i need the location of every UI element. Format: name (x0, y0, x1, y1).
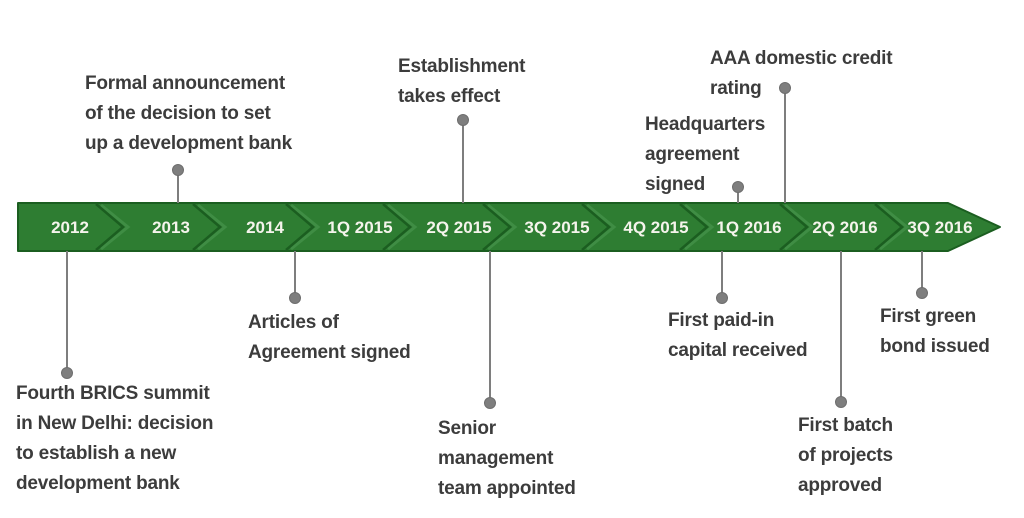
chevron-bevel-icon (290, 203, 321, 251)
connector-dot-first-green-bond (916, 287, 928, 299)
connector-dot-senior-management (484, 397, 496, 409)
chevron-separator-icon (779, 203, 809, 251)
connector-line-formal-announcement (177, 170, 179, 203)
segment-label-2q-2015: 2Q 2015 (426, 218, 491, 237)
segment-label-2013: 2013 (152, 218, 190, 237)
segment-label-2012: 2012 (51, 218, 89, 237)
event-label-establishment-effect: Establishment takes effect (398, 56, 526, 107)
chevron-bevel-icon (487, 203, 518, 251)
chevron-separator-icon (382, 203, 412, 251)
connector-dot-headquarters-agreement (732, 181, 744, 193)
event-label-headquarters-agreement: Headquarters agreement signed (645, 114, 766, 195)
segment-label-3q-2015: 3Q 2015 (524, 218, 589, 237)
event-label-first-paid-in-capital: First paid-in capital received (668, 310, 808, 361)
connector-line-articles-signed (294, 251, 296, 298)
chevron-bevel-icon (387, 203, 418, 251)
chevron-bevel-icon (784, 203, 815, 251)
event-label-first-batch-projects: First batch of projects approved (798, 415, 893, 496)
connector-line-brics-summit (66, 251, 68, 373)
connector-dot-formal-announcement (172, 164, 184, 176)
connector-dot-establishment-effect (457, 114, 469, 126)
connector-dot-aaa-credit-rating (779, 82, 791, 94)
segment-label-4q-2015: 4Q 2015 (623, 218, 688, 237)
connector-line-senior-management (489, 251, 491, 403)
connector-line-establishment-effect (462, 120, 464, 203)
event-label-aaa-credit-rating: AAA domestic credit rating (710, 48, 893, 99)
chevron-separator-icon (874, 203, 904, 251)
chevron-bevel-icon (879, 203, 910, 251)
connector-dot-articles-signed (289, 292, 301, 304)
segment-label-2q-2016: 2Q 2016 (812, 218, 877, 237)
connector-dot-first-paid-in-capital (716, 292, 728, 304)
connector-line-first-paid-in-capital (721, 251, 723, 298)
segment-label-1q-2016: 1Q 2016 (716, 218, 781, 237)
connector-line-aaa-credit-rating (784, 88, 786, 203)
connector-dot-brics-summit (61, 367, 73, 379)
segment-label-1q-2015: 1Q 2015 (327, 218, 392, 237)
chevron-separator-icon (95, 203, 125, 251)
segment-label-3q-2016: 3Q 2016 (907, 218, 972, 237)
segment-label-2014: 2014 (246, 218, 284, 237)
event-label-brics-summit: Fourth BRICS summit in New Delhi: decisi… (16, 383, 214, 494)
chevron-separator-icon (285, 203, 315, 251)
connector-dot-first-batch-projects (835, 396, 847, 408)
chevron-bevel-icon (586, 203, 617, 251)
event-label-formal-announcement: Formal announcement of the decision to s… (85, 73, 292, 154)
event-label-first-green-bond: First green bond issued (880, 306, 990, 357)
chevron-separator-icon (581, 203, 611, 251)
event-label-senior-management: Senior management team appointed (438, 418, 576, 499)
connector-line-headquarters-agreement (737, 187, 739, 203)
chevron-bevel-icon (197, 203, 228, 251)
event-label-articles-signed: Articles of Agreement signed (248, 312, 411, 363)
chevron-bevel-icon (100, 203, 131, 251)
chevron-separator-icon (192, 203, 222, 251)
chevron-bevel-icon (684, 203, 715, 251)
chevron-separator-icon (679, 203, 709, 251)
connector-line-first-green-bond (921, 251, 923, 293)
chevron-separator-icon (482, 203, 512, 251)
connector-line-first-batch-projects (840, 251, 842, 402)
